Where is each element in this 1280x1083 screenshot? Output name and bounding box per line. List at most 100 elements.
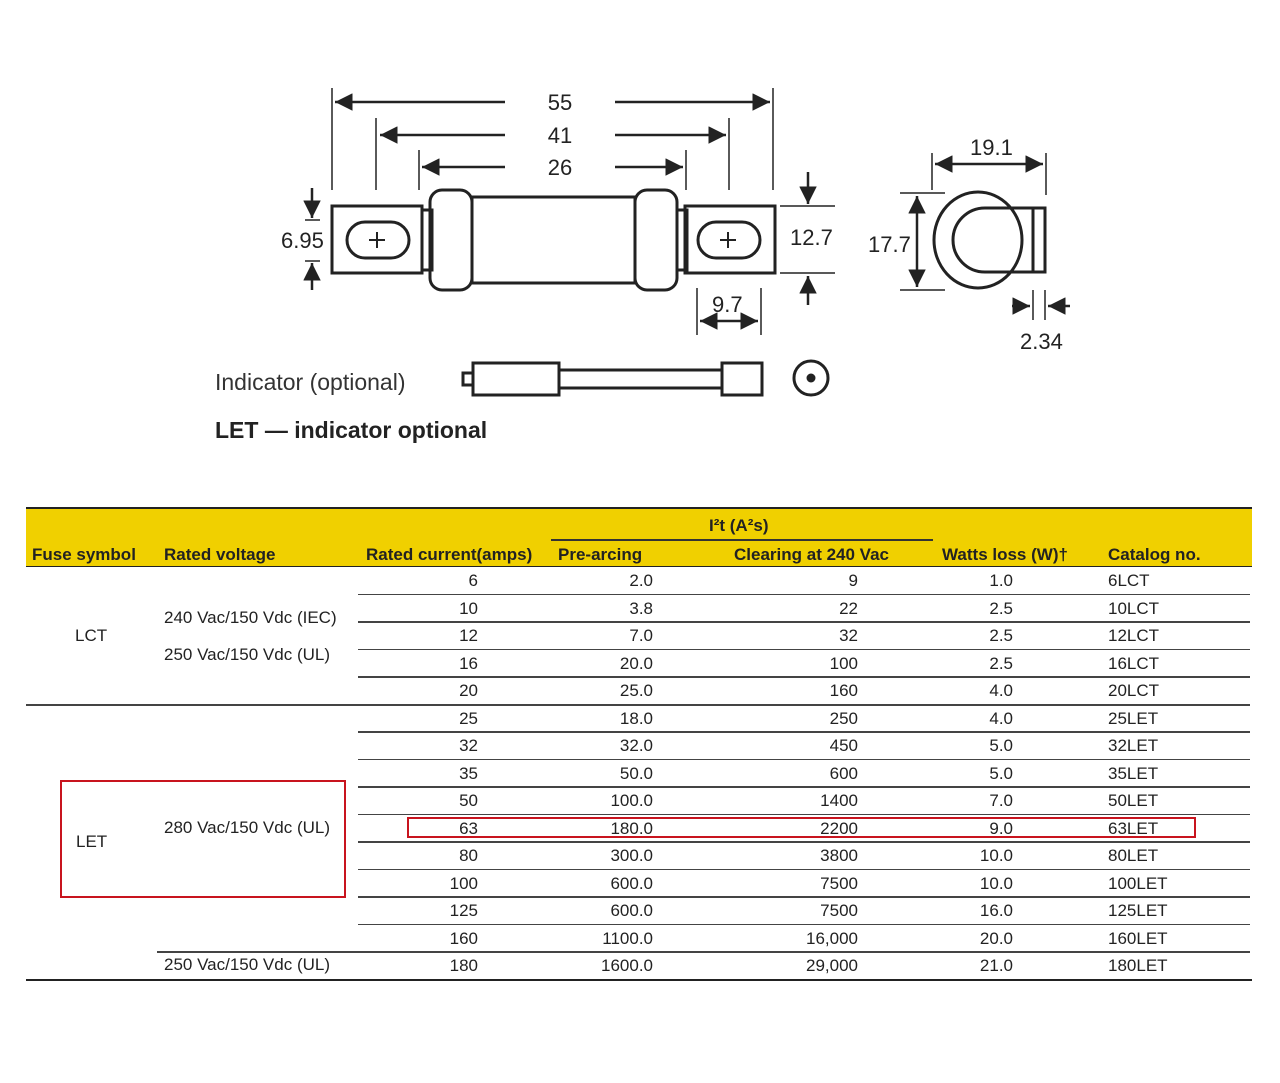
table-cell: 7.0 [989, 791, 1013, 810]
header-rated-current: Rated current(amps) [366, 545, 533, 564]
highlight-box-63let-row [407, 817, 1196, 838]
row-divider [157, 951, 1250, 953]
table-cell: 160LET [1108, 928, 1168, 948]
table-cell: 600 [829, 763, 858, 783]
table-cell: 6LCT [1108, 571, 1150, 590]
indicator-caption: Indicator (optional) [215, 369, 406, 395]
row-divider [358, 676, 1250, 678]
table-cell: 5.0 [989, 763, 1013, 783]
table-cell: 16,000 [806, 928, 858, 948]
header-fuse-symbol: Fuse symbol [32, 545, 136, 564]
table-cell: 10.0 [979, 873, 1013, 893]
table-cell: 100 [829, 653, 858, 673]
table-cell: 6 [468, 571, 478, 590]
table-cell: 22 [839, 598, 858, 618]
table-cell: 50 [459, 791, 478, 810]
table-cell: 50.0 [619, 763, 653, 783]
table-cell: 100LET [1108, 873, 1168, 893]
dim-9-7: 9.7 [712, 292, 743, 317]
table-cell: 180LET [1108, 956, 1168, 975]
table-cell: 5.0 [989, 736, 1013, 755]
header-catalog: Catalog no. [1108, 545, 1201, 564]
row-divider [358, 923, 1250, 925]
table-cell: 10 [459, 598, 478, 618]
table-cell: 20 [459, 681, 478, 700]
table-cell: 9.0 [989, 818, 1013, 838]
let-note: LET — indicator optional [215, 417, 488, 443]
table-cell: 160 [829, 681, 858, 700]
table-cell: 18.0 [619, 708, 653, 728]
row-divider [358, 841, 1250, 843]
header-rated-voltage: Rated voltage [164, 545, 276, 564]
table-cell: 9 [848, 571, 858, 590]
dim-41: 41 [548, 123, 572, 148]
group-voltage: 250 Vac/150 Vdc (UL) [164, 645, 330, 664]
header-i2t: I²t (A²s) [709, 516, 769, 535]
table-cell: 1600.0 [601, 956, 653, 975]
table-cell: 4.0 [989, 708, 1013, 728]
group-voltage: 280 Vac/150 Vdc (UL) [164, 818, 330, 837]
table-cell: 2.0 [629, 571, 653, 590]
row-divider [358, 621, 1250, 623]
row-divider [26, 703, 1250, 706]
table-cell: 2.5 [989, 626, 1013, 645]
table-cell: 12LCT [1108, 626, 1160, 645]
dim-17-7: 17.7 [868, 232, 911, 257]
table-cell: 16LCT [1108, 653, 1160, 673]
table-cell: 7500 [820, 901, 858, 920]
table-cell: 2200 [820, 818, 858, 838]
table-cell: 21.0 [979, 956, 1013, 975]
highlight-box-let-group [60, 780, 346, 898]
fuse-dimension-drawing: 55 41 26 6.95 12.7 9.7 [281, 88, 1070, 397]
table-cell: 10LCT [1108, 598, 1160, 618]
fuse-specs-table: Fuse symbol Rated voltage Rated current(… [26, 507, 1252, 981]
table-cell: 100.0 [610, 791, 653, 810]
table-cell: 35LET [1108, 763, 1159, 783]
table-cell: 12 [459, 626, 478, 645]
table-cell: 80LET [1108, 846, 1159, 865]
table-cell: 20.0 [979, 928, 1013, 948]
table-cell: 1100.0 [602, 928, 653, 948]
table-cell: 32.0 [619, 736, 653, 755]
row-divider [358, 731, 1250, 733]
dim-55: 55 [548, 90, 572, 115]
row-divider [358, 896, 1250, 898]
table-cell: 3.8 [629, 598, 653, 618]
table-cell: 25 [459, 708, 478, 728]
table-cell: 32LET [1108, 736, 1159, 755]
table-cell: 50LET [1108, 791, 1159, 810]
table-cell: 125LET [1108, 901, 1168, 920]
dim-2-34: 2.34 [1020, 329, 1063, 354]
group-voltage: 250 Vac/150 Vdc (UL) [164, 955, 330, 974]
table-cell: 160 [449, 928, 478, 948]
dim-12-7: 12.7 [790, 225, 833, 250]
table-cell: 10.0 [979, 846, 1013, 865]
group-symbol-lct: LCT [75, 626, 108, 645]
table-cell: 180.0 [610, 818, 653, 838]
fuse-end-view [932, 190, 1047, 290]
fuse-body [330, 188, 777, 292]
table-cell: 1400 [820, 791, 858, 810]
table-cell: 250 [829, 708, 858, 728]
table-cell: 7500 [820, 873, 858, 893]
table-cell: 29,000 [806, 956, 858, 975]
table-cell: 63LET [1108, 818, 1159, 838]
table-cell: 16 [459, 653, 478, 673]
table-cell: 32 [459, 736, 478, 755]
table-cell: 25LET [1108, 708, 1159, 728]
row-divider [358, 813, 1250, 815]
group-voltage: 240 Vac/150 Vdc (IEC) [164, 608, 337, 627]
dim-19-1: 19.1 [970, 135, 1013, 160]
table-cell: 450 [829, 736, 858, 755]
table-cell: 32 [839, 626, 858, 645]
table-cell: 2.5 [989, 598, 1013, 618]
table-cell: 1.0 [989, 571, 1013, 590]
table-cell: 25.0 [619, 681, 653, 700]
table-cell: 3800 [820, 846, 858, 865]
table-cell: 20.0 [619, 653, 653, 673]
row-divider [358, 593, 1250, 595]
indicator-drawing [461, 359, 830, 397]
table-cell: 600.0 [610, 873, 653, 893]
table-cell: 300.0 [610, 846, 653, 865]
row-divider [358, 786, 1250, 788]
